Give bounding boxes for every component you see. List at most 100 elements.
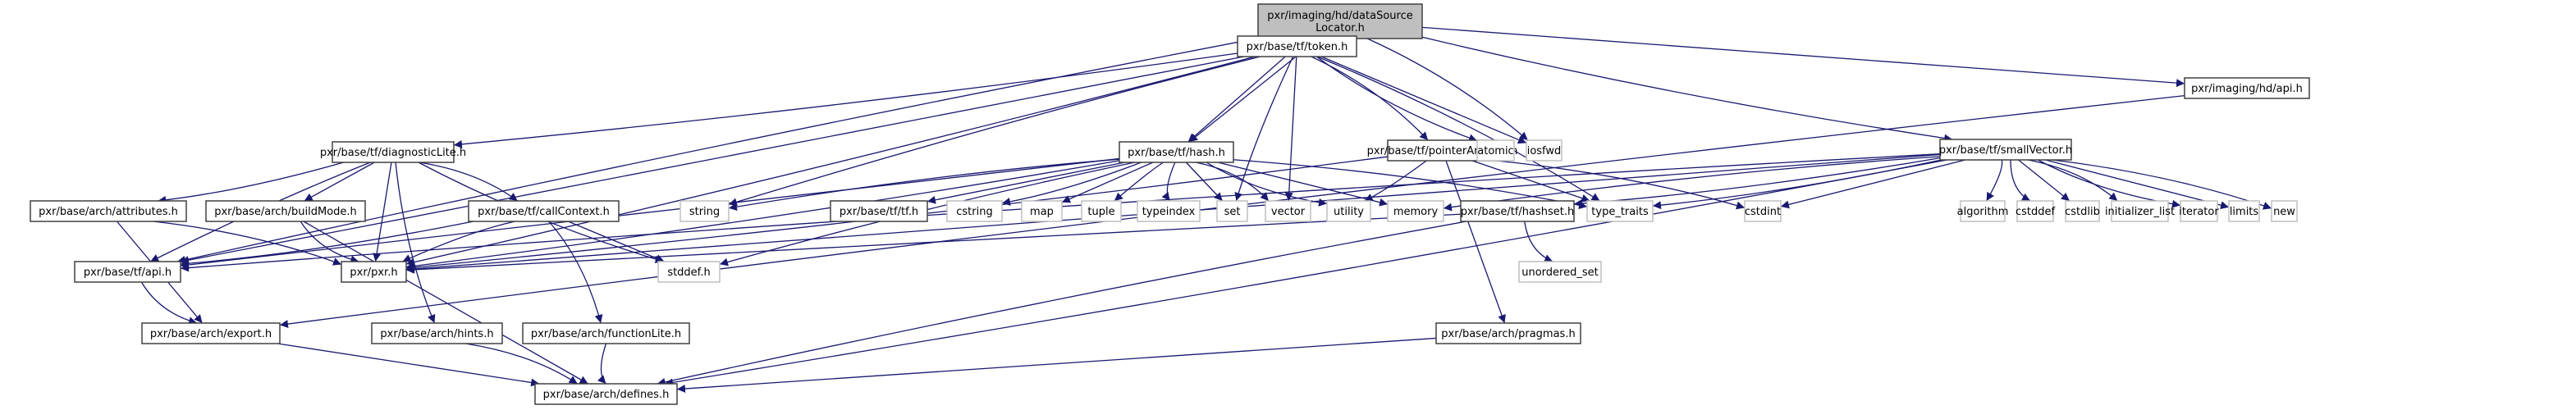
node-memory: memory — [1387, 200, 1444, 222]
edge-hints-to-defines — [465, 343, 579, 385]
edge-hash-to-utility — [1206, 162, 1328, 207]
edge-hash-to-typetraits — [1233, 159, 1588, 210]
node-hashset[interactable]: pxr/base/tf/hashset.h — [1460, 200, 1575, 222]
node-label-set: set — [1224, 206, 1241, 218]
node-label-pragmas: pxr/base/arch/pragmas.h — [1441, 328, 1575, 340]
edge-callctx-to-funclite — [548, 221, 603, 324]
node-utility: utility — [1326, 200, 1371, 222]
node-label-export: pxr/base/arch/export.h — [150, 328, 272, 340]
node-box-stddef — [657, 261, 721, 283]
edge-diag-to-callctx — [419, 162, 519, 202]
node-cstdint: cstdint — [1744, 200, 1782, 222]
node-box-atomic — [1476, 139, 1515, 162]
node-export[interactable]: pxr/base/arch/export.h — [141, 322, 281, 344]
node-label-buildmode: pxr/base/arch/buildMode.h — [214, 206, 357, 218]
node-label-cstdlib: cstdlib — [2065, 206, 2100, 218]
edge-hash-to-vector — [1195, 162, 1270, 202]
node-label-tfapi: pxr/base/tf/api.h — [84, 266, 172, 279]
node-box-memory — [1387, 200, 1444, 222]
node-funclite[interactable]: pxr/base/arch/functionLite.h — [522, 322, 690, 344]
node-label-utility: utility — [1334, 206, 1364, 218]
edge-hash-to-typeindex — [1161, 162, 1176, 202]
node-box-typetraits — [1586, 200, 1654, 222]
node-box-tfapi — [74, 261, 181, 283]
edge-buildmode-to-defines — [303, 221, 588, 385]
node-label-vector: vector — [1271, 206, 1306, 218]
nodes-layer: pxr/imaging/hd/dataSourceLocator.hpxr/ba… — [30, 3, 2310, 405]
edge-token-to-pxr — [405, 56, 1256, 266]
edge-callctx-to-tfapi — [180, 221, 474, 268]
node-iosfwd: iosfwd — [1526, 139, 1563, 162]
node-tfapi[interactable]: pxr/base/tf/api.h — [74, 261, 181, 283]
node-diag[interactable]: pxr/base/tf/diagnosticLite.h — [320, 141, 466, 163]
node-box-cstdint — [1744, 200, 1782, 222]
node-token[interactable]: pxr/base/tf/token.h — [1237, 35, 1357, 57]
node-smallvec[interactable]: pxr/base/tf/smallVector.h — [1939, 139, 2072, 161]
node-label-callctx: pxr/base/tf/callContext.h — [478, 206, 610, 218]
node-label-limits: limits — [2230, 206, 2259, 218]
node-box-pxr — [341, 261, 407, 283]
edge-smallvec-to-algorithm — [1986, 159, 2003, 202]
edge-smallvec-to-hashset — [1573, 157, 1941, 208]
node-attrs[interactable]: pxr/base/arch/attributes.h — [30, 200, 187, 222]
node-defines[interactable]: pxr/base/arch/defines.h — [534, 383, 678, 405]
edge-attrs-to-pxr — [153, 221, 342, 266]
edge-hash-to-set — [1185, 162, 1224, 202]
edge-pragmas-to-defines — [676, 337, 1437, 393]
node-tfh[interactable]: pxr/base/tf/tf.h — [830, 200, 928, 222]
node-label-atomic: atomic — [1477, 145, 1513, 157]
node-limits: limits — [2228, 200, 2260, 222]
edge-hashset-to-unordset — [1524, 221, 1553, 262]
node-cstdlib: cstdlib — [2065, 200, 2100, 222]
node-label-iosfwd: iosfwd — [1527, 145, 1562, 157]
node-box-attrs — [30, 200, 187, 222]
edge-diag-to-hints — [395, 162, 436, 324]
edge-hash-to-cstring — [1001, 162, 1142, 206]
edge-buildmode-to-pxr — [300, 221, 359, 264]
edge-smallvec-to-cstdlib — [2018, 159, 2070, 202]
node-box-initlist — [2111, 200, 2169, 222]
edge-token-to-iosfwd — [1320, 56, 1527, 144]
node-label-pxr: pxr/pxr.h — [350, 266, 397, 279]
node-box-cstring — [946, 200, 1003, 222]
edge-smallvec-to-tfapi — [180, 153, 1941, 272]
node-box-string — [679, 200, 730, 222]
edge-token-to-tfapi — [180, 56, 1244, 265]
node-stddef: stddef.h — [657, 261, 721, 283]
node-atomic: atomic — [1476, 139, 1515, 162]
node-callctx[interactable]: pxr/base/tf/callContext.h — [468, 200, 620, 222]
node-algorithm: algorithm — [1957, 200, 2009, 222]
node-label-attrs: pxr/base/arch/attributes.h — [39, 206, 178, 218]
node-hints[interactable]: pxr/base/arch/hints.h — [371, 322, 503, 344]
edge-callctx-to-pxr — [402, 221, 515, 262]
node-label-hash: pxr/base/tf/hash.h — [1128, 147, 1225, 159]
node-label-stddef: stddef.h — [667, 266, 710, 279]
edge-smallvec-to-limits — [2045, 159, 2230, 210]
node-typeindex: typeindex — [1137, 200, 1201, 222]
node-hash[interactable]: pxr/base/tf/hash.h — [1119, 141, 1234, 163]
node-label-initlist: initializer_list — [2105, 206, 2175, 218]
edge-token-to-set — [1234, 56, 1294, 202]
node-box-smallvec — [1939, 139, 2072, 161]
edge-smallvec-to-new — [2052, 159, 2272, 210]
node-label-hashset: pxr/base/tf/hashset.h — [1461, 206, 1575, 218]
edge-token-to-diag — [453, 52, 1238, 148]
edge-smallvec-to-memory — [1443, 156, 1941, 212]
node-box-export — [141, 322, 281, 344]
node-vector: vector — [1265, 200, 1311, 222]
node-buildmode[interactable]: pxr/base/arch/buildMode.h — [205, 200, 366, 222]
node-label-root: Locator.h — [1315, 22, 1365, 34]
node-pxr[interactable]: pxr/pxr.h — [341, 261, 407, 283]
node-label-algorithm: algorithm — [1957, 206, 2009, 218]
edge-tfapi-to-export — [140, 281, 198, 326]
edge-smallvec-to-initlist — [2028, 159, 2118, 202]
node-box-unordset — [1518, 261, 1602, 283]
node-pragmas[interactable]: pxr/base/arch/pragmas.h — [1435, 322, 1581, 344]
node-hdapi[interactable]: pxr/imaging/hd/api.h — [2184, 77, 2310, 99]
node-label-tfh: pxr/base/tf/tf.h — [840, 206, 918, 218]
edge-diag-to-buildmode — [304, 162, 375, 202]
node-map: map — [1021, 200, 1063, 222]
node-unordset: unordered_set — [1518, 261, 1602, 283]
edge-hash-to-tuple — [1114, 162, 1164, 202]
